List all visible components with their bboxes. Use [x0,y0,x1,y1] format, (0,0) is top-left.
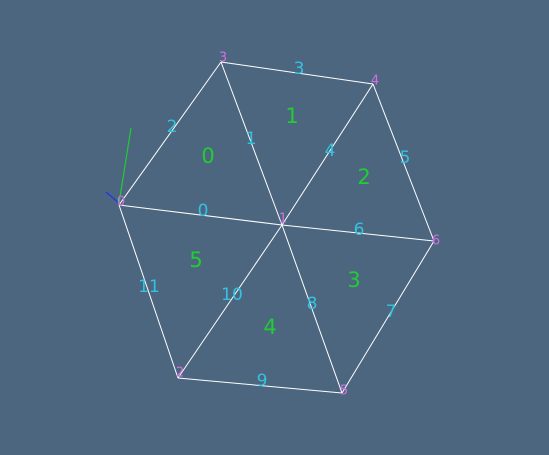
edge-3 [220,61,374,85]
edge-7 [341,240,435,394]
edge-label-6: 6 [354,220,365,240]
edge-label-3: 3 [294,59,305,79]
face-label-3: 3 [347,268,360,292]
edge-6 [281,224,435,242]
edge-10 [177,224,283,379]
vertex-label-0: 0 [117,195,125,210]
vertex-label-4: 4 [371,74,379,89]
edge-9 [177,377,343,394]
axis-gizmo [105,127,132,204]
vertex-label-5: 5 [340,384,348,399]
face-label-5: 5 [189,248,202,272]
vertex-label-3: 3 [219,51,227,66]
edge-1 [220,61,283,226]
vertex-label-1: 1 [279,212,287,227]
edge-label-9: 9 [257,371,268,391]
face-label-4: 4 [263,315,276,339]
vertex-label-6: 6 [432,234,440,249]
edge-label-5: 5 [400,148,411,168]
edge-4 [281,83,374,226]
edge-label-10: 10 [221,285,243,305]
edge-2 [118,61,222,206]
edge-8 [281,224,343,394]
edge-label-4: 4 [325,141,336,161]
face-labels-layer: 0 1 2 3 4 5 [189,104,370,339]
face-label-2: 2 [357,165,370,189]
edge-0 [118,204,283,226]
edge-label-0: 0 [198,201,209,221]
edge-label-7: 7 [386,302,397,322]
edges-layer [118,61,435,394]
x-axis-line [105,191,120,204]
edge-label-11: 11 [138,277,160,297]
vertex-label-2: 2 [176,366,184,381]
edge-5 [372,83,435,242]
edge-label-1: 1 [246,129,257,149]
y-axis-line [118,127,132,204]
face-label-0: 0 [201,144,214,168]
vertex-labels-layer: 0 1 2 3 4 5 6 [117,51,440,399]
edge-label-2: 2 [167,117,178,137]
edge-label-8: 8 [307,294,318,314]
face-label-1: 1 [285,104,298,128]
edge-11 [118,204,179,379]
